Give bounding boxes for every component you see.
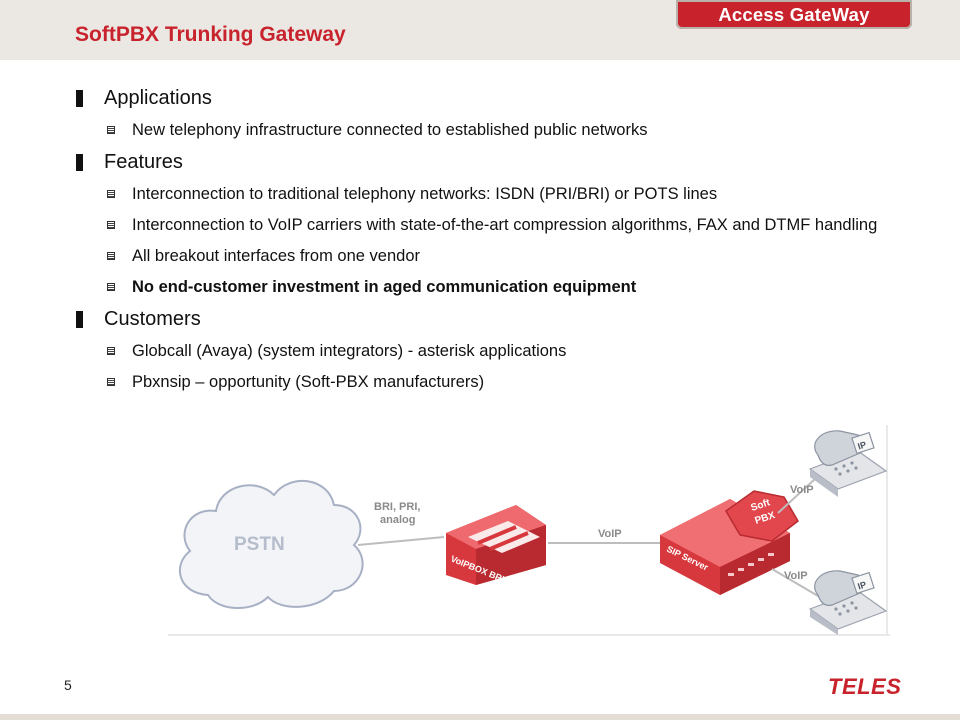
pstn-label: PSTN [234, 534, 285, 555]
phone-link-bottom-label: VoIP [784, 570, 808, 582]
ip-phone-top-icon: IP [808, 430, 888, 497]
sub-bullet-marker [107, 190, 115, 198]
bullet-item: Pbxnsip – opportunity (Soft-PBX manufact… [74, 371, 892, 394]
ip-phone-bottom-icon: IP [808, 570, 888, 635]
sub-bullet-marker [107, 378, 115, 386]
section-customers: Customers [74, 307, 894, 331]
bullet-marker [76, 154, 83, 171]
bullet-marker [76, 311, 83, 328]
bullet-text: All breakout interfaces from one vendor [132, 247, 420, 265]
bullet-text: New telephony infrastructure connected t… [132, 121, 648, 139]
voip-link-label: VoIP [598, 528, 622, 540]
logo-text: TELES [828, 674, 901, 698]
pstn-cloud-icon: PSTN [178, 479, 364, 610]
ip-tag-top: IP [856, 439, 867, 451]
bullet-item-emphasis: No end-customer investment in aged commu… [74, 276, 892, 299]
section-heading: Applications [104, 87, 212, 109]
bullet-item: Interconnection to traditional telephony… [74, 183, 892, 206]
section-features: Features [74, 150, 894, 174]
page-number: 5 [64, 677, 72, 693]
bullet-text: No end-customer investment in aged commu… [132, 278, 637, 296]
section-applications: Applications [74, 86, 894, 110]
sub-bullet-marker [107, 252, 115, 260]
teles-logo: TELES [828, 674, 901, 698]
phone-link-top-label: VoIP [790, 484, 814, 496]
section-heading: Customers [104, 308, 201, 330]
footer-band [0, 714, 960, 720]
section-heading: Features [104, 151, 183, 173]
sub-bullet-marker [107, 126, 115, 134]
bullet-text: Globcall (Avaya) (system integrators) - … [132, 342, 567, 360]
bullet-item: All breakout interfaces from one vendor [74, 245, 892, 268]
ip-tag-bottom: IP [856, 579, 867, 591]
pstn-link-line [357, 536, 445, 546]
pstn-link-label-2: analog [380, 514, 415, 526]
bullet-item: New telephony infrastructure connected t… [74, 119, 892, 142]
network-diagram: PSTN BRI, PRI, analog VoIPBOX BRI VoIP S… [168, 425, 890, 636]
pstn-link-label-1: BRI, PRI, [374, 501, 420, 513]
bullet-item: Globcall (Avaya) (system integrators) - … [74, 340, 892, 363]
voipbox-gateway-icon: VoIPBOX BRI [446, 505, 546, 585]
slide-content: Applications New telephony infrastructur… [74, 86, 894, 402]
bullet-item: Interconnection to VoIP carriers with st… [74, 214, 892, 237]
sub-bullet-marker [107, 347, 115, 355]
bullet-marker [76, 90, 83, 107]
slide-title: SoftPBX Trunking Gateway [75, 23, 346, 46]
softpbx-badge-icon: Soft PBX [725, 490, 799, 542]
bullet-text: Pbxnsip – opportunity (Soft-PBX manufact… [132, 373, 485, 391]
access-gateway-tab: Access GateWay [676, 0, 912, 29]
sub-bullet-marker [107, 221, 115, 229]
bullet-text: Interconnection to traditional telephony… [132, 185, 718, 203]
bullet-text: Interconnection to VoIP carriers with st… [132, 216, 878, 234]
sub-bullet-marker [107, 283, 115, 291]
